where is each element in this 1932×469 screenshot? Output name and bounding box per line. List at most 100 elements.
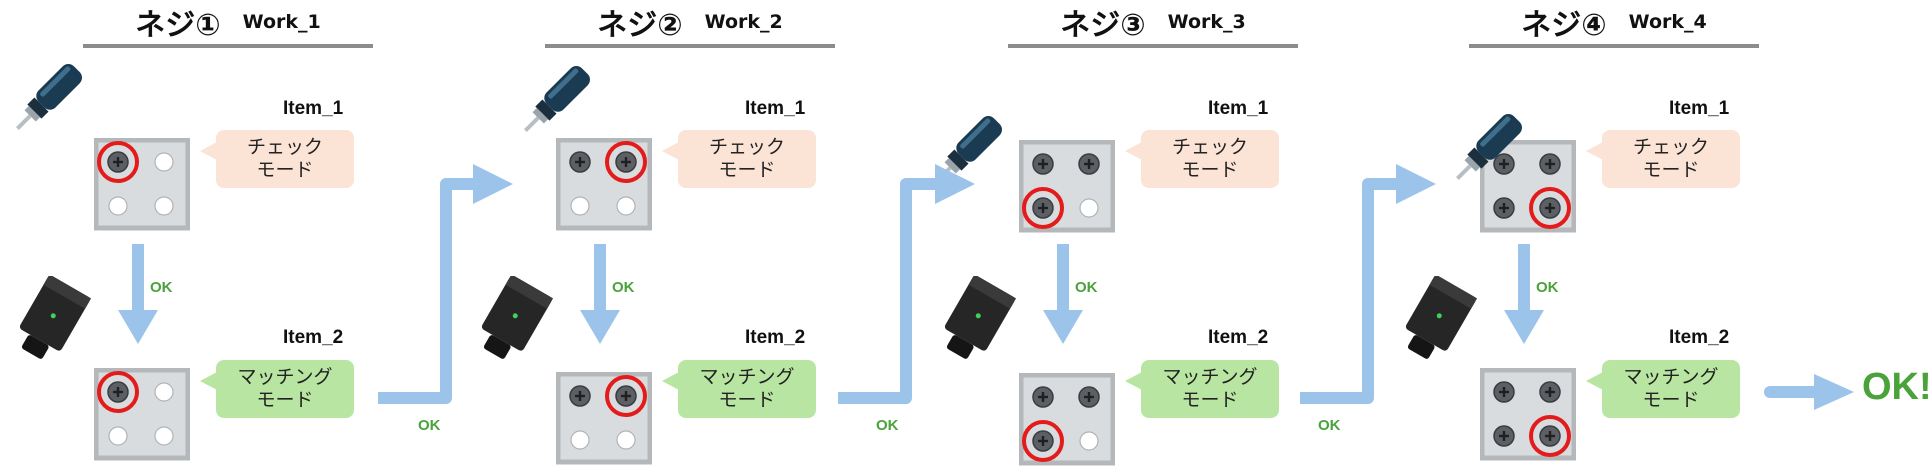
vision-sensor-icon [19, 276, 92, 359]
screw-head-icon [1539, 197, 1561, 219]
empty-hole-icon [108, 426, 128, 446]
highlight-ring [1022, 187, 1064, 229]
screw-head-icon [615, 385, 637, 407]
check-mode-bubble: チェック モード [200, 130, 354, 188]
highlight-ring [605, 141, 647, 183]
check-mode-bubble: チェック モード [662, 130, 816, 188]
item-2-label: Item_2 [1208, 327, 1269, 348]
highlight-ring [605, 375, 647, 417]
empty-hole-icon [1079, 431, 1099, 451]
screw-head-icon [1493, 197, 1515, 219]
screw-head-icon [1493, 381, 1515, 403]
screw-head-icon [1032, 153, 1054, 175]
work-plate-top [556, 138, 652, 231]
item-1-label: Item_1 [1208, 98, 1269, 119]
transition-arrow [838, 164, 975, 404]
screw-number: ネジ② [597, 8, 683, 43]
vision-sensor-icon [944, 276, 1017, 359]
empty-hole-icon [154, 196, 174, 216]
work-plate-bottom [1480, 368, 1576, 461]
matching-mode-bubble: マッチング モード [662, 360, 816, 418]
screw-head-icon [569, 151, 591, 173]
vision-sensor-icon [1405, 276, 1478, 359]
item-1-label: Item_1 [283, 98, 344, 119]
empty-hole-icon [616, 196, 636, 216]
screw-head-icon [1032, 430, 1054, 452]
ok-label: OK [1536, 279, 1559, 296]
screw-head-icon [1078, 386, 1100, 408]
highlight-ring [97, 371, 139, 413]
screw-head-icon [1539, 153, 1561, 175]
screw-number: ネジ③ [1060, 8, 1146, 43]
screwdriver-icon [524, 66, 590, 132]
empty-hole-icon [154, 426, 174, 446]
work-plate-top [1019, 140, 1115, 233]
ok-label: OK [876, 417, 899, 434]
work-label: Work_3 [1167, 11, 1246, 33]
highlight-ring [1022, 420, 1064, 462]
screw-head-icon [1078, 153, 1100, 175]
screwdriver-icon [936, 116, 1002, 182]
screw-head-icon [1493, 425, 1515, 447]
empty-hole-icon [154, 382, 174, 402]
work-label: Work_1 [242, 11, 321, 33]
work-plate-top [94, 138, 190, 231]
step-title: ネジ① Work_1 [83, 0, 373, 48]
work-plate-bottom [556, 372, 652, 465]
step-title: ネジ④ Work_4 [1469, 0, 1759, 48]
ok-label: OK [1318, 417, 1341, 434]
transition-arrow [378, 164, 513, 404]
screwdriver-icon [1456, 114, 1522, 180]
step-title: ネジ③ Work_3 [1008, 0, 1298, 48]
screw-head-icon [1032, 386, 1054, 408]
ok-label: OK [418, 417, 441, 434]
down-arrow [118, 244, 158, 344]
ok-label: OK [1075, 279, 1098, 296]
item-2-label: Item_2 [283, 327, 344, 348]
vision-sensor-icon [481, 276, 554, 359]
empty-hole-icon [1079, 198, 1099, 218]
empty-hole-icon [616, 430, 636, 450]
screw-number: ネジ① [135, 8, 221, 43]
work-label: Work_4 [1628, 11, 1707, 33]
work-plate-top [1480, 140, 1576, 233]
empty-hole-icon [570, 430, 590, 450]
work-plate-bottom [94, 368, 190, 461]
check-mode-bubble: チェック モード [1586, 130, 1740, 188]
screw-head-icon [1539, 381, 1561, 403]
down-arrow [1043, 244, 1083, 344]
screw-head-icon [1493, 153, 1515, 175]
empty-hole-icon [154, 152, 174, 172]
highlight-ring [97, 141, 139, 183]
highlight-ring [1529, 415, 1571, 457]
item-2-label: Item_2 [745, 327, 806, 348]
final-arrow [1764, 374, 1854, 410]
work-plate-bottom [1019, 373, 1115, 466]
screw-head-icon [107, 381, 129, 403]
screw-head-icon [615, 151, 637, 173]
ok-label: OK [612, 279, 635, 296]
matching-mode-bubble: マッチング モード [1125, 360, 1279, 418]
check-mode-bubble: チェック モード [1125, 130, 1279, 188]
down-arrow [1504, 244, 1544, 344]
ok-label: OK [150, 279, 173, 296]
item-1-label: Item_1 [1669, 98, 1730, 119]
transition-arrow [1300, 164, 1436, 404]
highlight-ring [1529, 187, 1571, 229]
matching-mode-bubble: マッチング モード [200, 360, 354, 418]
screw-head-icon [569, 385, 591, 407]
item-2-label: Item_2 [1669, 327, 1730, 348]
screw-head-icon [1032, 197, 1054, 219]
screw-number: ネジ④ [1521, 8, 1607, 43]
matching-mode-bubble: マッチング モード [1586, 360, 1740, 418]
screw-head-icon [107, 151, 129, 173]
empty-hole-icon [570, 196, 590, 216]
step-title: ネジ② Work_2 [545, 0, 835, 48]
screw-head-icon [1539, 425, 1561, 447]
work-label: Work_2 [704, 11, 783, 33]
down-arrow [580, 244, 620, 344]
empty-hole-icon [108, 196, 128, 216]
final-ok-label: OK! [1862, 366, 1932, 408]
item-1-label: Item_1 [745, 98, 806, 119]
